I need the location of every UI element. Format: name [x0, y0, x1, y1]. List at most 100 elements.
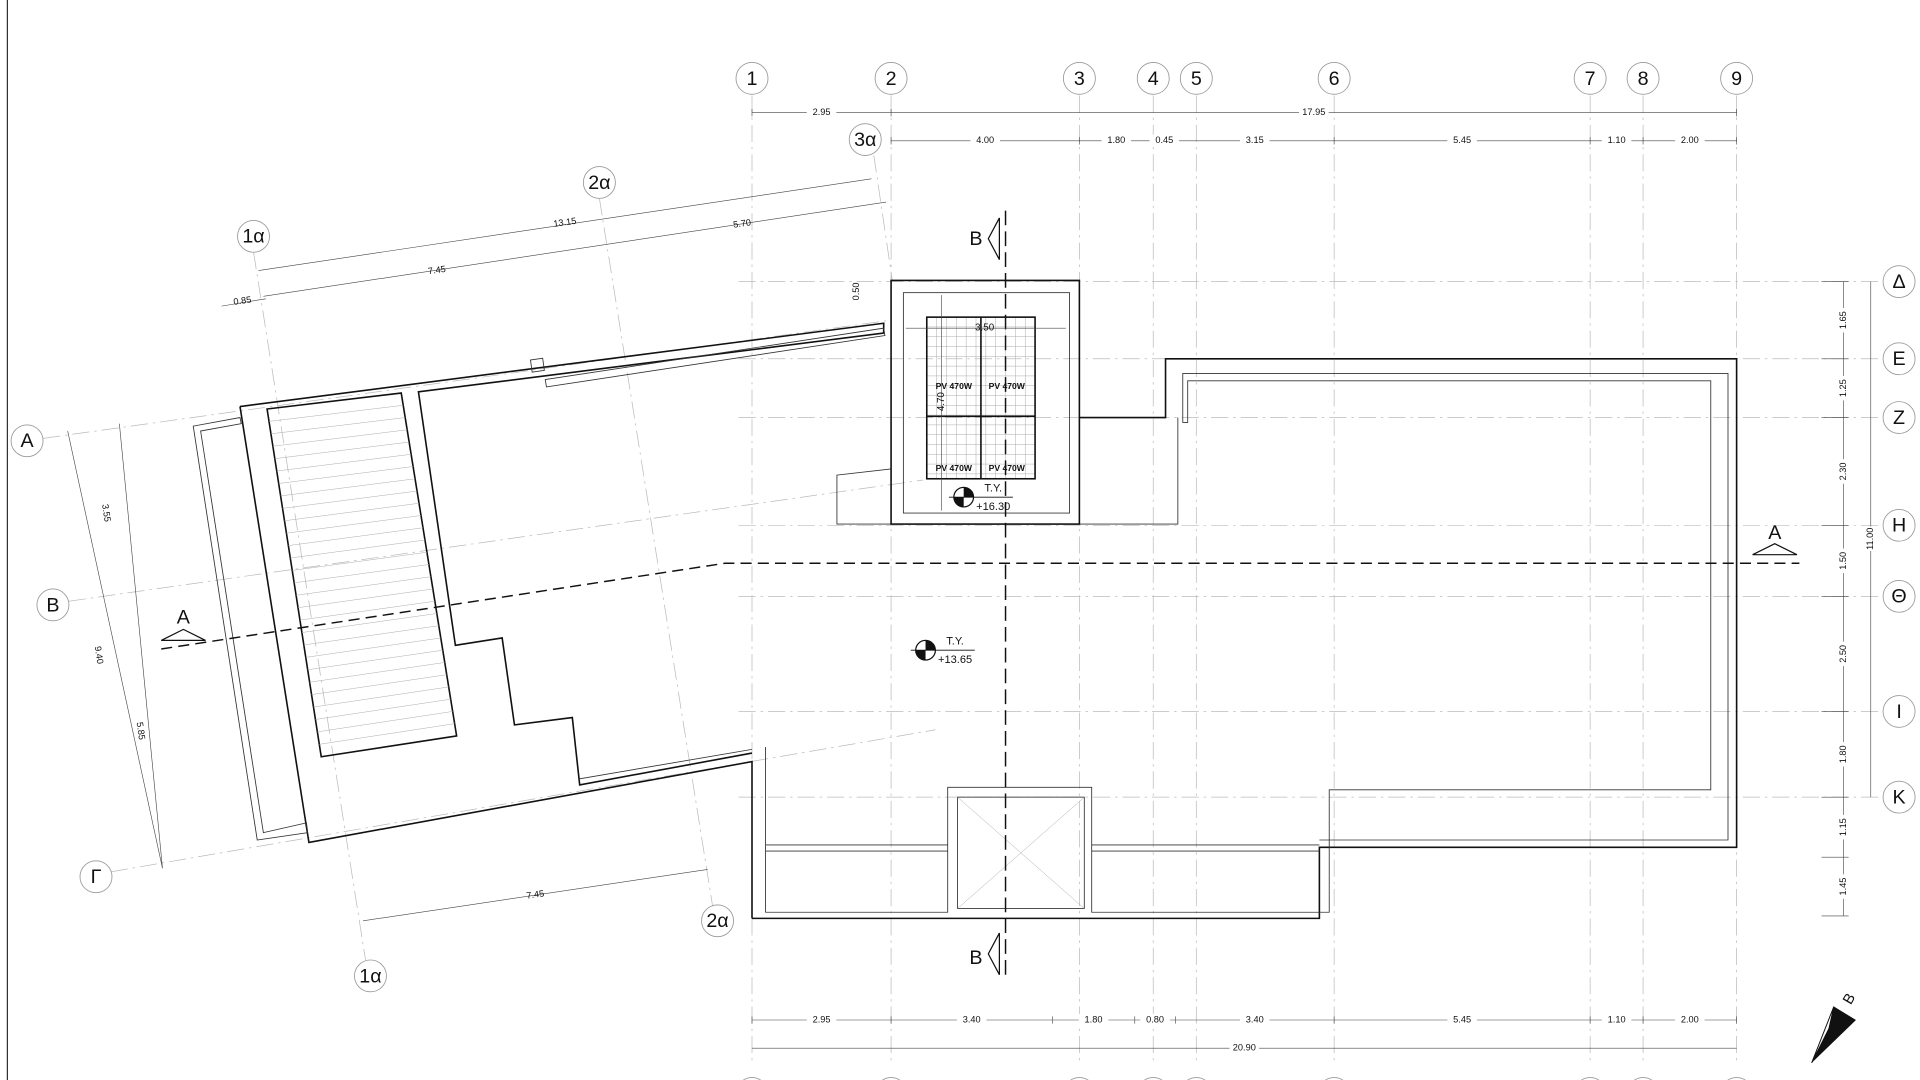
skew-column-bubble: 2α	[706, 910, 728, 932]
dimension-label: 1.80	[1107, 135, 1125, 145]
level-label: T.Y.	[984, 483, 1002, 495]
grid-row-bubble-circle	[1882, 695, 1916, 728]
dimension-label: 20.90	[1233, 1043, 1256, 1053]
pv-panel-label: PV 470W	[989, 381, 1026, 391]
dimension-label: 5.45	[1453, 1014, 1471, 1024]
dimension-label: 13.15	[553, 216, 577, 229]
skew-row-bubble: Γ	[91, 866, 102, 888]
skew-column-bubble: 3α	[854, 129, 876, 151]
grid-column-bubble-circle	[874, 62, 908, 95]
grid-row-bubble: Z	[1893, 407, 1905, 429]
pv-width-label: 3.50	[975, 323, 995, 334]
left-wing-walls	[192, 322, 886, 919]
north-arrow-icon	[1811, 1006, 1856, 1064]
dimension-label: 0.85	[233, 294, 252, 306]
level-marker-icon	[948, 486, 1013, 508]
grid-column-bubble: 3	[1074, 68, 1085, 90]
grid-row-bubble: Δ	[1893, 271, 1906, 293]
dimension-label: 2.30	[1838, 463, 1848, 481]
dimension-label: 0.80	[1146, 1014, 1164, 1024]
dimension-label: 2.00	[1681, 1014, 1699, 1024]
grid-column-bubble: 4	[1148, 68, 1159, 90]
skew-row-bubble: B	[46, 594, 59, 616]
grid-column-bubble-bottom-circle	[1727, 1077, 1746, 1080]
grid-lines	[43, 95, 1882, 1066]
skew-column-bubble: 2α	[588, 172, 610, 194]
grid-column-bubble-circle	[1179, 62, 1213, 95]
dimension-label: 2.00	[1681, 135, 1699, 145]
dimension-label: 5.45	[1453, 135, 1471, 145]
dimension-label: 3.40	[963, 1014, 981, 1024]
dimension-label: 1.10	[1608, 1014, 1626, 1024]
skew-column-bubble-circle	[237, 219, 270, 253]
stair-tower	[890, 279, 1081, 525]
level-marker-icon	[910, 639, 975, 661]
grid-column-bubble: 1	[747, 68, 758, 90]
skew-column-bubble: 1α	[242, 226, 264, 248]
stair	[266, 392, 458, 758]
grid-column-bubble-bottom-circle	[1143, 1077, 1163, 1080]
skew-row-bubble-circle	[10, 424, 44, 458]
grid-column-bubble-bottom-circle	[1633, 1077, 1653, 1080]
grid-column-bubble-bottom-circle	[1187, 1077, 1206, 1080]
dimension-label: 3.40	[1246, 1014, 1264, 1024]
grid-column-bubble-bottom-circle	[742, 1077, 762, 1080]
dimension-label: 1.80	[1838, 745, 1848, 763]
dimension-label: 7.45	[427, 264, 446, 276]
section-label-a: A	[177, 607, 191, 629]
grid-row-bubble: Θ	[1891, 586, 1906, 608]
grid-column-bubble-bottom-circle	[1324, 1077, 1344, 1080]
level-label: T.Y.	[946, 636, 964, 648]
grid-row-bubble: K	[1893, 787, 1906, 809]
dimension-label: 2.95	[813, 1014, 831, 1024]
skew-row-bubble-circle	[79, 860, 113, 894]
grid-row-bubble: I	[1896, 701, 1901, 723]
dimension-label: 7.45	[526, 888, 545, 900]
dimension-label: 4.00	[976, 135, 994, 145]
grid-column-bubble: 8	[1638, 68, 1649, 90]
main-roof-walls	[752, 357, 1738, 920]
dimension-label: 1.25	[1838, 379, 1848, 397]
dimension-label: 1.65	[1838, 311, 1848, 329]
dimension-label: 9.40	[93, 645, 105, 664]
level-value: +16.30	[976, 501, 1010, 513]
north-label: B	[1840, 991, 1859, 1008]
grid-row-bubble-circle	[1882, 579, 1916, 613]
section-label-b: B	[969, 228, 982, 250]
pv-panel-label: PV 470W	[989, 463, 1026, 473]
dimension-label: 3.55	[100, 503, 112, 522]
skew-row-bubble-circle	[36, 588, 70, 622]
dimension-label: 11.00	[1865, 528, 1875, 550]
dimension-label: 0.45	[1155, 135, 1173, 145]
grid-row-bubble-circle	[1882, 265, 1916, 298]
grid-column-bubble-circle	[1626, 62, 1660, 95]
grid-column-bubble: 7	[1585, 68, 1596, 90]
section-lines	[160, 210, 1800, 980]
pv-panel-label: PV 470W	[936, 381, 973, 391]
grid-column-bubble: 5	[1191, 68, 1202, 90]
dimension-label: 0.50	[851, 283, 861, 301]
skew-column-bubble-circle	[354, 959, 387, 993]
grid-column-bubble-bottom-circle	[1580, 1077, 1600, 1080]
grid-column-bubble: 6	[1329, 68, 1340, 90]
dimension-label: 5.70	[732, 217, 751, 229]
skew-column-bubble-circle	[701, 904, 734, 938]
grid-row-bubble-circle	[1882, 780, 1916, 814]
skew-row-bubble: A	[21, 430, 35, 452]
skew-column-bubble-circle	[848, 123, 882, 156]
dimension-label: 1.50	[1838, 552, 1848, 570]
grid-column-bubble-circle	[1136, 62, 1170, 95]
grid-row-bubble-circle	[1882, 401, 1916, 434]
grid-row-bubble-circle	[1882, 342, 1916, 376]
dimension-label: 1.10	[1608, 135, 1626, 145]
section-label-b: B	[969, 947, 982, 969]
dimension-label: 3.15	[1246, 135, 1264, 145]
grid-column-bubble-circle	[1573, 62, 1607, 95]
section-label-a: A	[1768, 522, 1782, 544]
grid-column-bubble-circle	[1062, 62, 1096, 95]
grid-column-bubble-circle	[1720, 62, 1754, 95]
dimension-label: 1.80	[1085, 1014, 1103, 1024]
elevator-shaft	[957, 796, 1085, 909]
dimension-label: 17.95	[1302, 107, 1325, 117]
